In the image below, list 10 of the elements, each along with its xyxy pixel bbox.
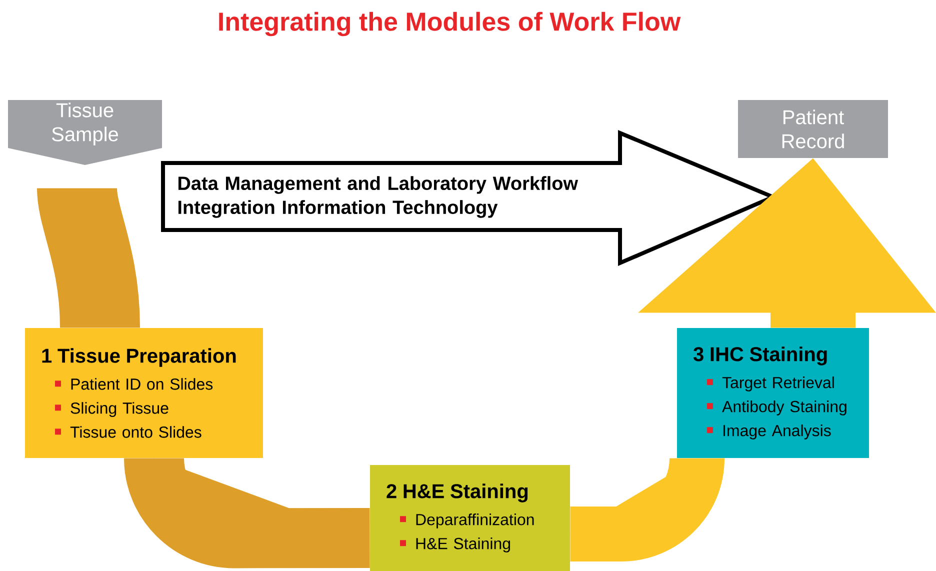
sample-tag: Tissue Sample	[8, 100, 162, 165]
flow-band	[124, 456, 370, 568]
flow-band	[37, 186, 140, 329]
flow-arrow	[638, 158, 936, 328]
flow-band	[570, 456, 724, 562]
step-box: 3 IHC Staining Target Retrieval Antibody Staining Image Analysis	[677, 328, 869, 458]
step-box: 1 Tissue Preparation Patient ID on Slides Slicing Tissue Tissue onto Slides	[25, 328, 263, 458]
title: Integrating the Modules of Work Flow	[219, 12, 681, 36]
record-box: Patient Record	[738, 100, 888, 158]
step-box: 2 H&E Staining Deparaffinization H&E Staining	[370, 465, 570, 571]
